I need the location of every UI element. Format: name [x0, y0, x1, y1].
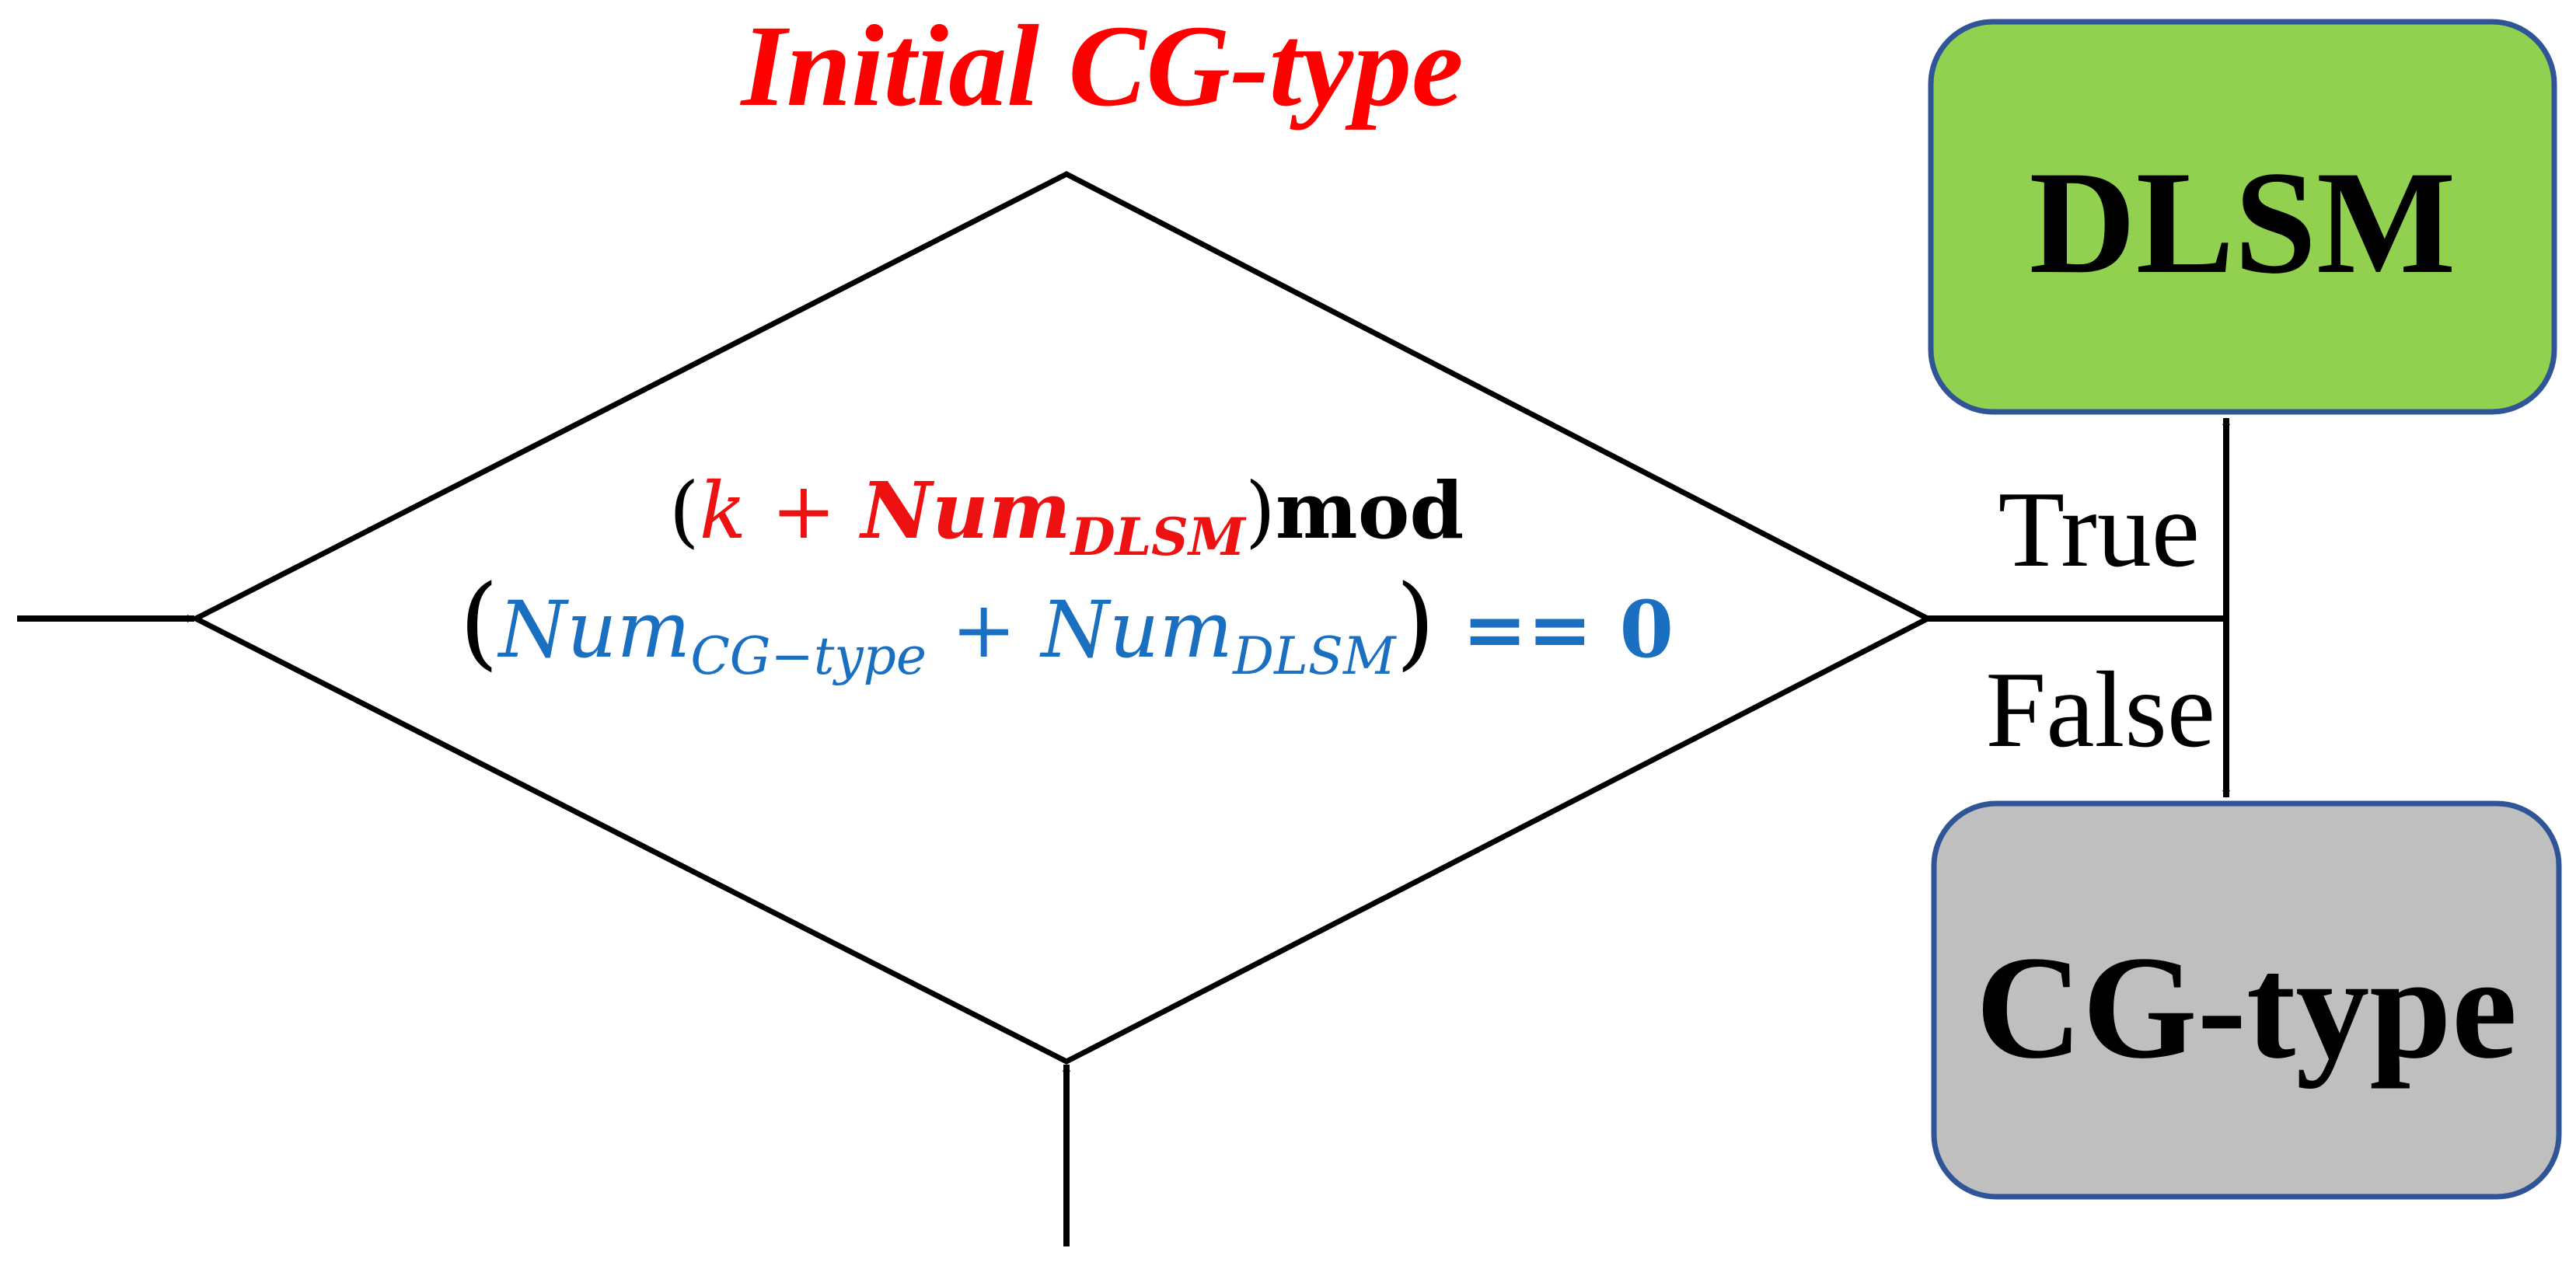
k-plus-term: k +	[700, 465, 861, 556]
condition-line-1: (k + NumDLSM)mod	[669, 465, 1464, 567]
equals-operator: ==	[1435, 584, 1619, 675]
num-dlsm-term: Num	[859, 465, 1071, 556]
decision-diamond	[190, 171, 1934, 1065]
num-dlsm-term-2: Num	[1039, 584, 1233, 675]
mod-operator: mod	[1276, 465, 1464, 556]
cgtype-box	[1931, 800, 2562, 1200]
num-cgtype-term: Num	[497, 584, 691, 675]
paren-open-2: (	[459, 563, 499, 681]
cgtype-subscript: CG−type	[690, 626, 927, 686]
condition-line-2: (NumCG−type + NumDLSM) == 0	[459, 563, 1674, 686]
dlsm-box-label: DLSM	[2030, 141, 2456, 305]
dlsm-subscript-2: DLSM	[1232, 626, 1397, 686]
dlsm-subscript: DLSM	[1070, 507, 1247, 567]
true-label: True	[1998, 469, 2200, 590]
paren-open-1: (	[669, 465, 700, 556]
zero-value: 0	[1620, 584, 1674, 675]
paren-close-2: )	[1396, 563, 1436, 681]
plus-operator: +	[927, 584, 1041, 675]
paren-close-1: )	[1245, 465, 1276, 556]
cgtype-box-label: CG-type	[1976, 926, 2518, 1089]
false-label: False	[1985, 650, 2215, 770]
dlsm-box	[1928, 19, 2557, 415]
diagram-title: Initial CG-type	[739, 2, 1463, 131]
